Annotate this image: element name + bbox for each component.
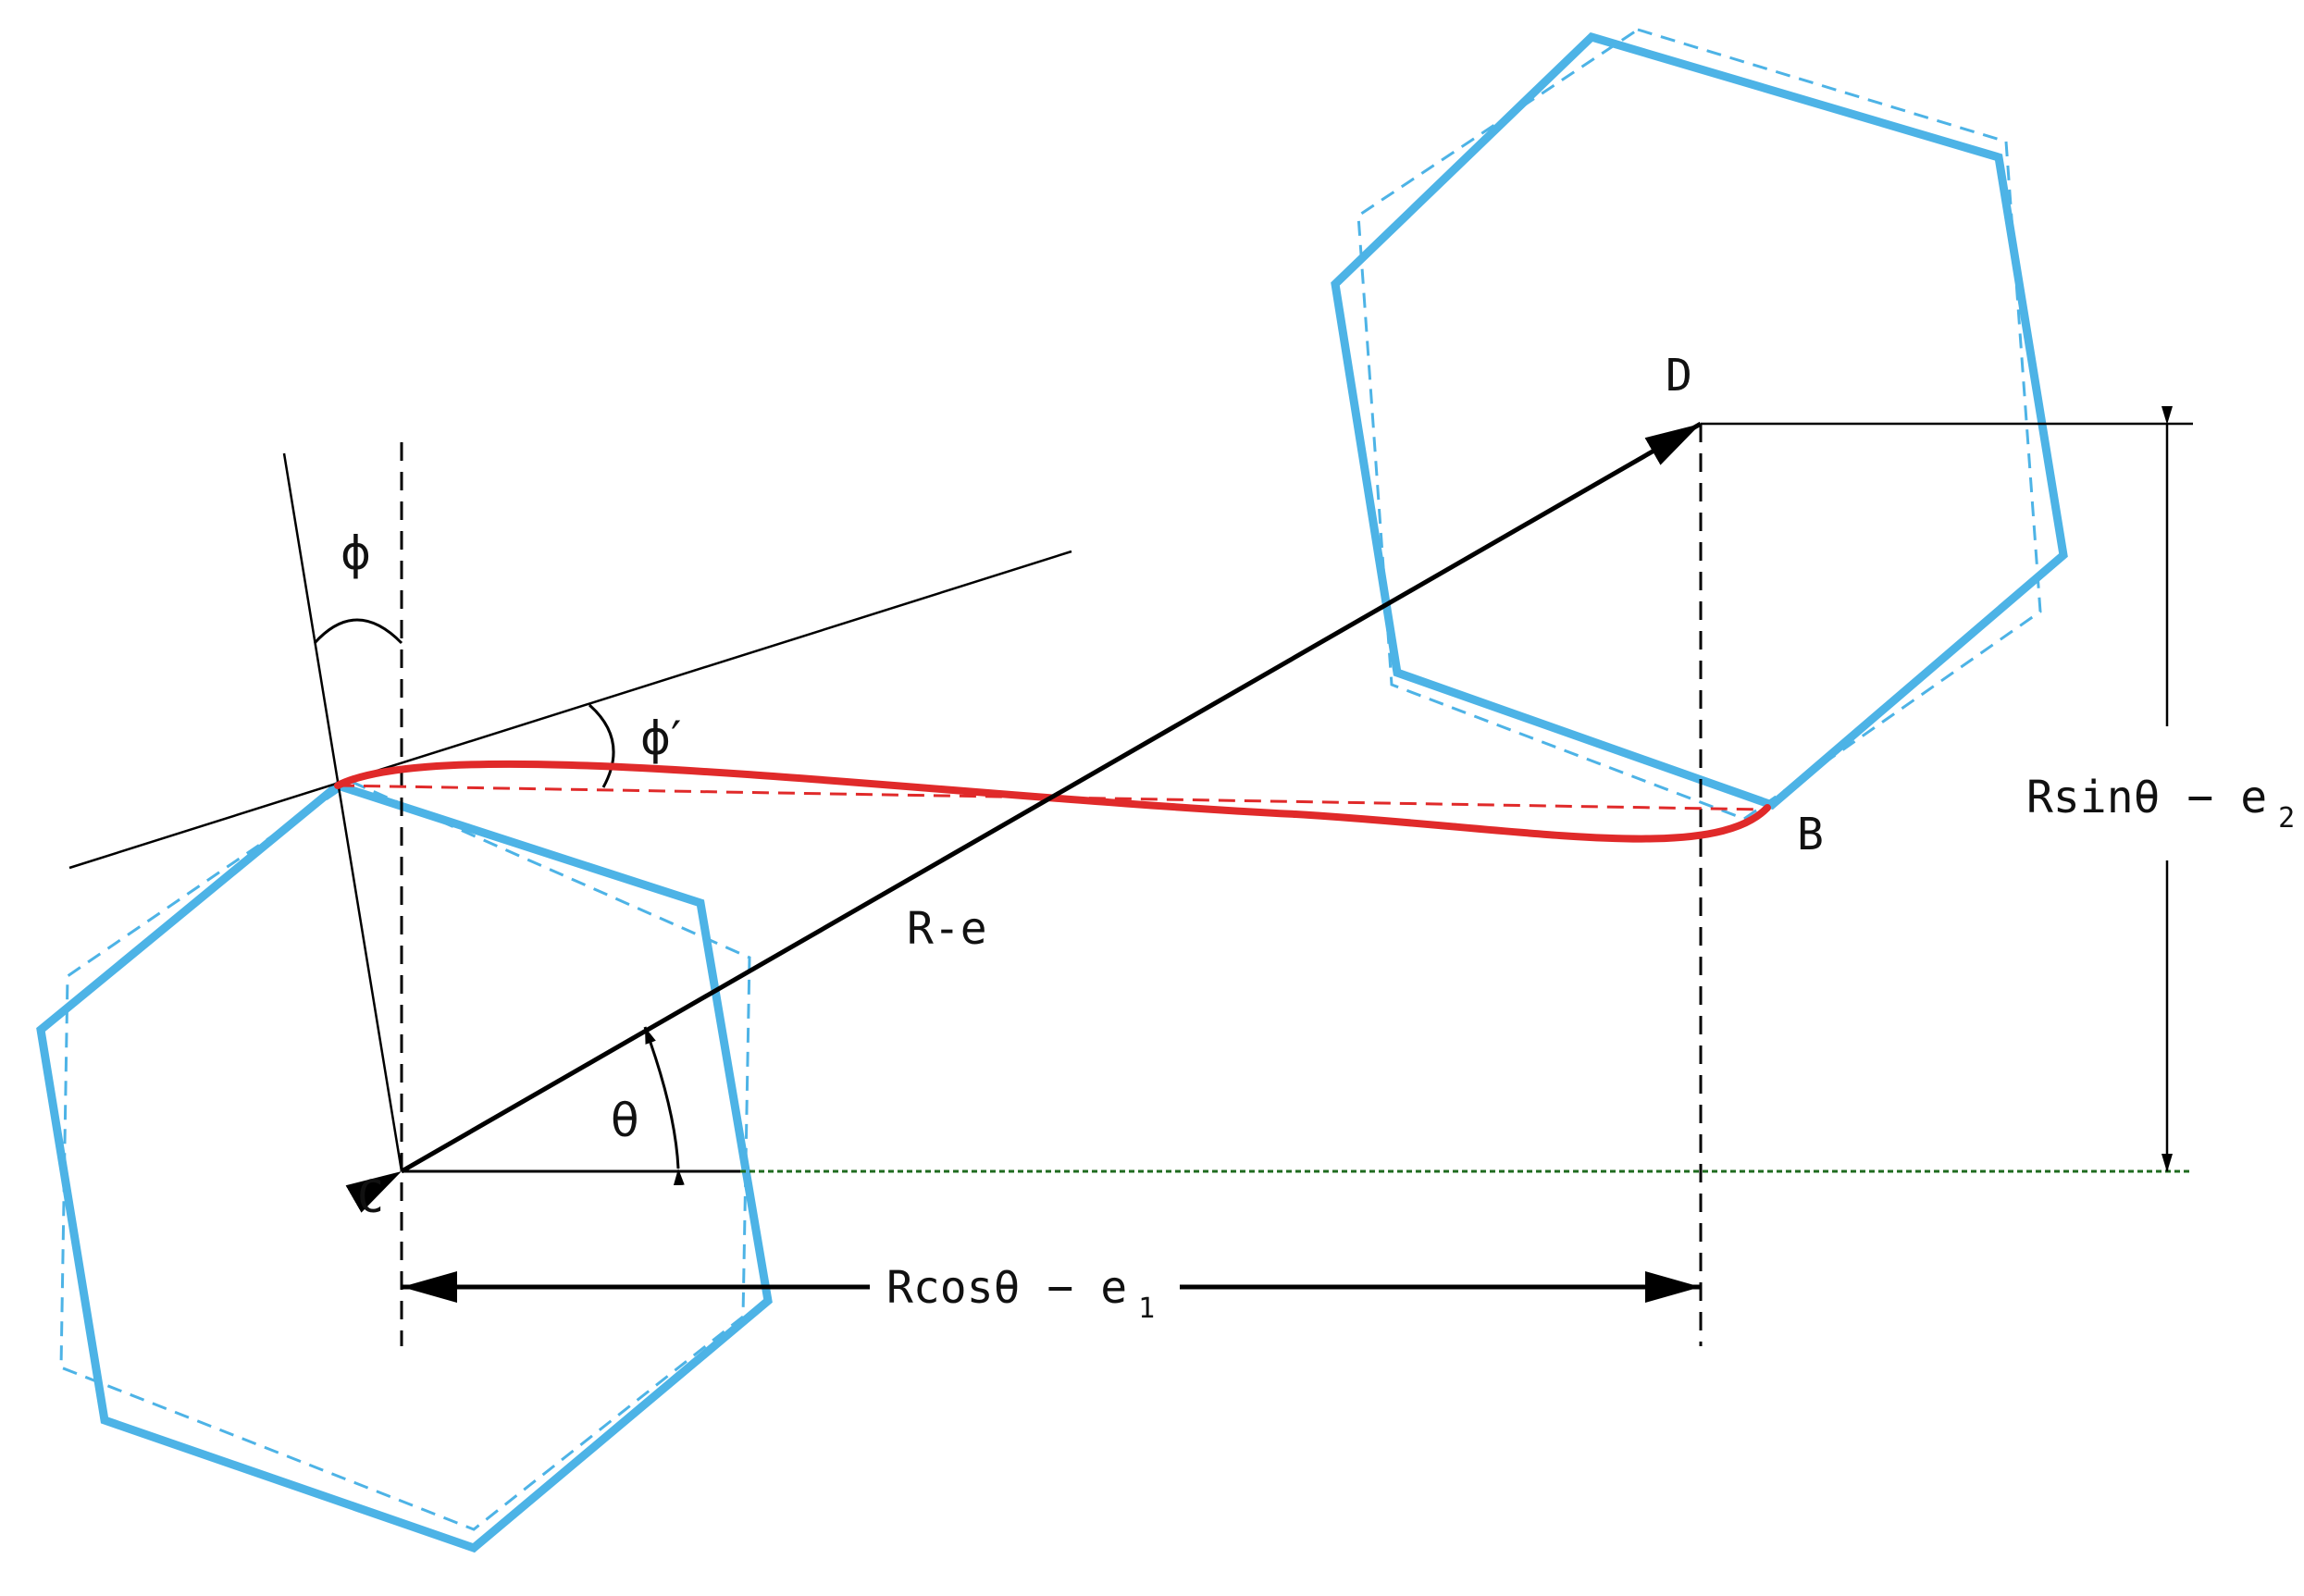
label-d: D [1666, 350, 1692, 402]
r-minus-e-arrow [345, 421, 1703, 1213]
lower-hexagon-dashed [59, 780, 751, 1531]
lower-hexagon [36, 780, 773, 1553]
label-rsin-main: Rsinθ − e [2026, 772, 2267, 823]
label-b: B [1797, 809, 1824, 860]
label-rcos-sub: 1 [1138, 1293, 1155, 1325]
upper-hexagon [1331, 31, 2068, 810]
upper-hexagon-dashed [1356, 28, 2042, 821]
label-r-minus-e: R-e [907, 903, 987, 955]
label-theta: θ [611, 1094, 639, 1147]
label-rsin-sub: 2 [2278, 802, 2295, 835]
label-rsin: Rsinθ − e 2 [2026, 772, 2295, 835]
deformed-fiber [334, 760, 1771, 843]
label-c: C [357, 1171, 384, 1223]
phi-prime-arc [588, 703, 615, 788]
label-phi: ϕ [341, 526, 371, 580]
label-phi-prime: ϕ′ [640, 711, 681, 765]
label-rcos: Rcosθ − e 1 [886, 1262, 1155, 1325]
label-rcos-main: Rcosθ − e [886, 1262, 1127, 1314]
phi-arc [313, 618, 403, 645]
theta-arc [643, 1026, 685, 1186]
tangent-line [68, 550, 1072, 870]
